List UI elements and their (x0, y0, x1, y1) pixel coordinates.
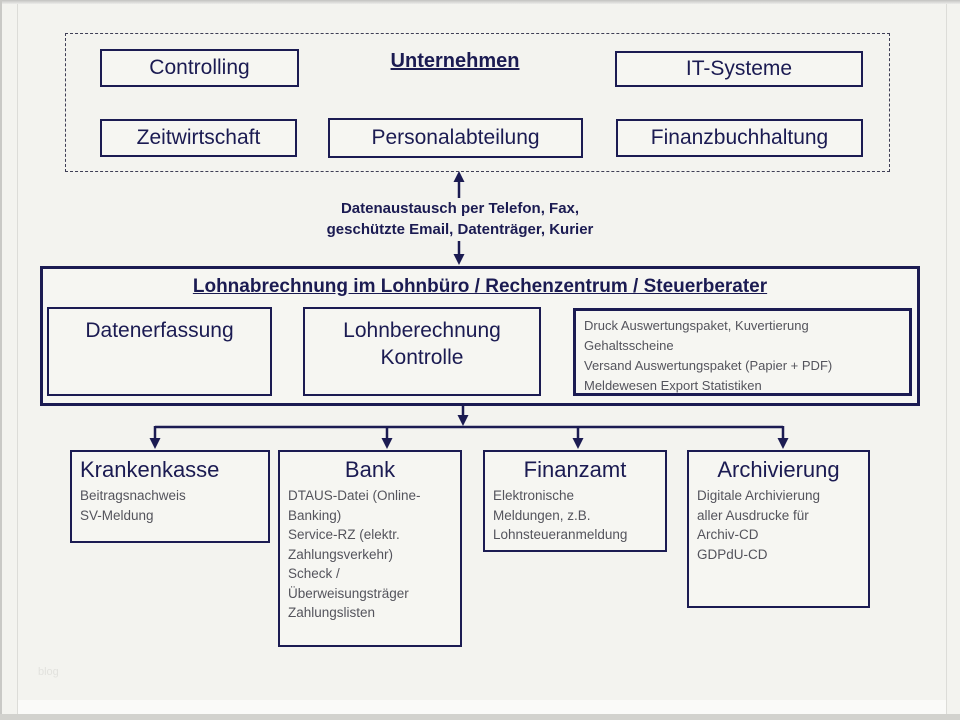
box-bank-line1: DTAUS-Datei (Online- (288, 488, 421, 503)
box-controlling-label: Controlling (149, 56, 250, 79)
frame-left-outer-edge (0, 0, 2, 720)
box-datenerfassung: Datenerfassung (47, 307, 272, 396)
arrow-to-krankenkasse (149, 426, 161, 449)
payroll-center-title: Lohnabrechnung im Lohnbüro / Rechenzentr… (192, 276, 768, 297)
arrow-down-to-payroll (453, 241, 465, 265)
box-personalabteilung: Personalabteilung (328, 118, 583, 158)
arrow-payroll-to-distribution (457, 406, 469, 426)
box-finanzamt: Finanzamt Elektronische Meldungen, z.B. … (483, 450, 667, 552)
box-it-systeme: IT-Systeme (615, 51, 863, 87)
arrow-to-finanzamt (572, 427, 584, 449)
box-bank-title: Bank (344, 457, 396, 482)
frame-bottom-band (18, 700, 946, 714)
box-datenerfassung-label: Datenerfassung (85, 319, 234, 342)
data-exchange-note: Datenaustausch per Telefon, Fax, geschüt… (230, 198, 690, 240)
box-zeitwirtschaft: Zeitwirtschaft (100, 119, 297, 157)
box-druck-line1: Druck Auswertungspaket, Kuvertierung (584, 318, 809, 333)
box-archivierung-title: Archivierung (717, 457, 840, 482)
box-finanzbuchhaltung-label: Finanzbuchhaltung (650, 126, 829, 149)
arrow-to-archivierung (777, 426, 789, 449)
box-finanzbuchhaltung: Finanzbuchhaltung (616, 119, 863, 157)
frame-right-edge (946, 4, 947, 714)
box-bank-line3: Service-RZ (elektr. (288, 527, 400, 542)
box-druck-versand: Druck Auswertungspaket, Kuvertierung Geh… (573, 308, 912, 396)
box-krankenkasse-line2: SV-Meldung (80, 507, 154, 523)
box-lohnberechnung: Lohnberechnung Kontrolle (303, 307, 541, 396)
box-druck-line3: Versand Auswertungspaket (Papier + PDF) (584, 358, 833, 373)
box-bank: Bank DTAUS-Datei (Online- Banking) Servi… (278, 450, 462, 647)
box-bank-line5: Scheck / (288, 566, 340, 581)
box-krankenkasse-title: Krankenkasse (80, 457, 220, 482)
box-finanzamt-title: Finanzamt (523, 457, 627, 482)
box-druck-line4: Meldewesen Export Statistiken (584, 378, 762, 393)
box-controlling: Controlling (100, 49, 299, 87)
arrow-to-bank (381, 427, 393, 449)
box-lohnberechnung-line2: Kontrolle (380, 346, 464, 369)
box-krankenkasse-line1: Beitragsnachweis (80, 488, 186, 503)
box-krankenkasse: Krankenkasse Beitragsnachweis SV-Meldung (70, 450, 270, 543)
watermark-text: blog (38, 666, 59, 678)
box-archivierung-line2: aller Ausdrucke für (697, 507, 809, 523)
box-druck-line2: Gehaltsscheine (584, 338, 674, 353)
box-bank-line4: Zahlungsverkehr) (288, 546, 394, 562)
data-exchange-note-line1: Datenaustausch per Telefon, Fax, (340, 200, 580, 217)
box-archivierung-line3: Archiv-CD (697, 527, 759, 542)
frame-bottom-edge (0, 714, 960, 720)
box-lohnberechnung-line1: Lohnberechnung (343, 319, 501, 342)
data-exchange-note-line2: geschützte Email, Datenträger, Kurier (326, 221, 594, 238)
box-it-systeme-label: IT-Systeme (685, 57, 793, 80)
box-archivierung: Archivierung Digitale Archivierung aller… (687, 450, 870, 608)
company-group-border (65, 33, 890, 172)
box-finanzamt-line2: Meldungen, z.B. (493, 507, 591, 523)
arrow-up-to-company (453, 171, 465, 198)
frame-left-edge (17, 4, 18, 714)
box-personalabteilung-label: Personalabteilung (371, 126, 540, 149)
company-group-heading: Unternehmen (390, 50, 520, 72)
box-archivierung-line4: GDPdU-CD (697, 546, 768, 562)
box-bank-line7: Zahlungslisten (288, 605, 376, 620)
box-bank-line6: Überweisungsträger (288, 585, 409, 601)
box-archivierung-line1: Digitale Archivierung (697, 488, 821, 503)
box-bank-line2: Banking) (288, 507, 342, 523)
frame-top-edge (0, 0, 960, 4)
box-zeitwirtschaft-label: Zeitwirtschaft (136, 126, 261, 149)
box-finanzamt-line1: Elektronische (493, 488, 575, 503)
box-finanzamt-line3: Lohnsteueranmeldung (493, 527, 628, 542)
